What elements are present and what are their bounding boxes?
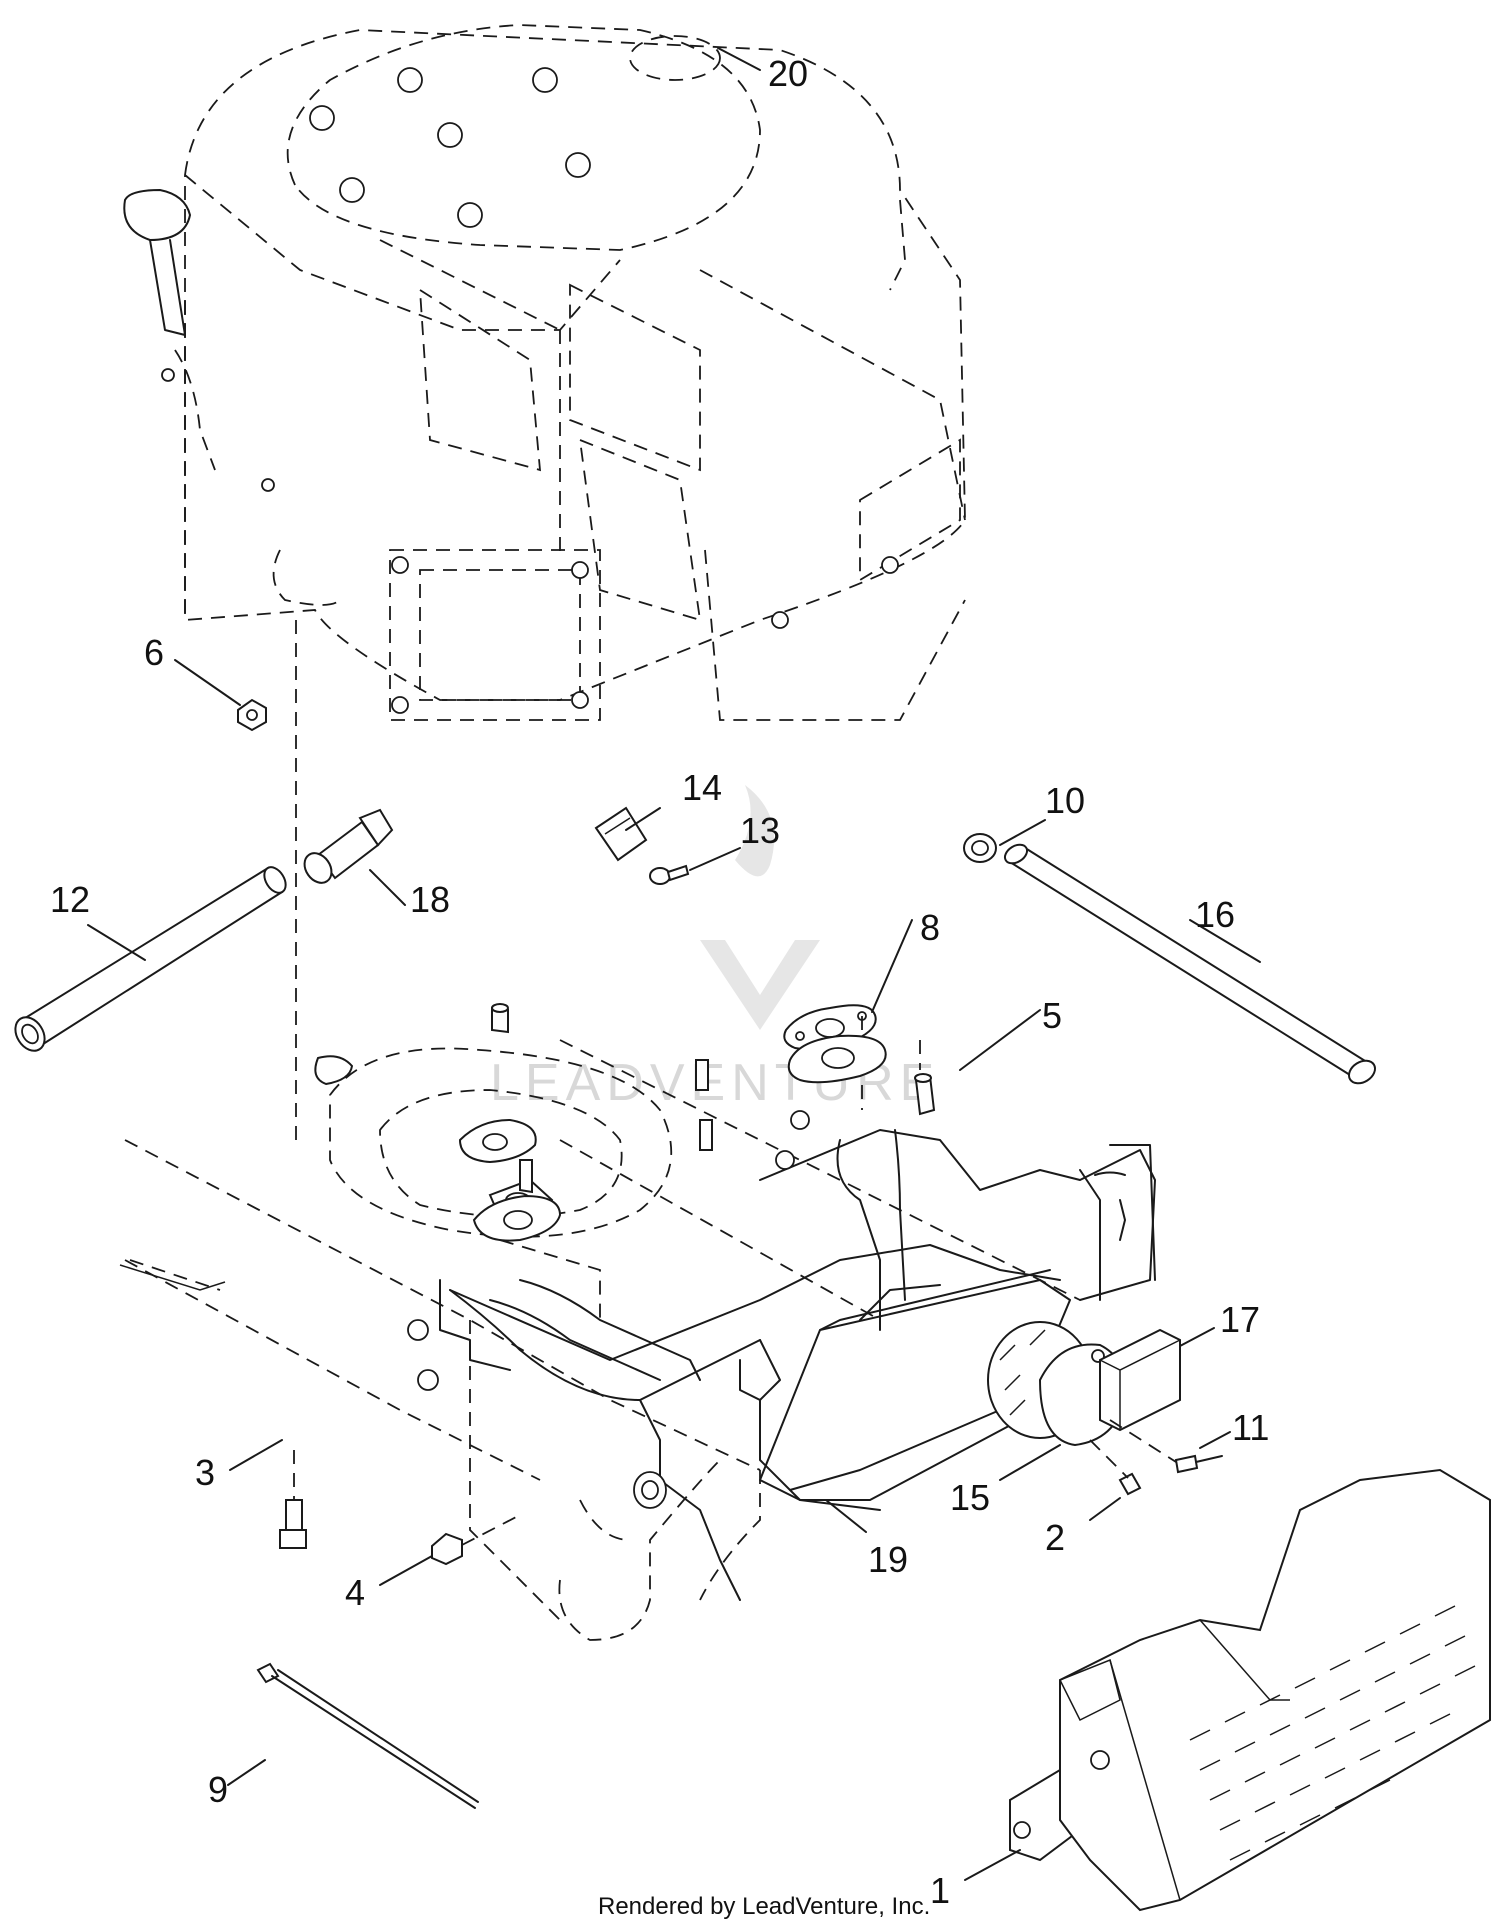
callout-19: 19 (868, 1539, 908, 1580)
part-18-fitting (303, 808, 394, 884)
callout-5: 5 (1042, 995, 1062, 1036)
part-9-cable-tie (256, 1662, 479, 1809)
callout-15: 15 (950, 1477, 990, 1518)
part-2-screw (1089, 1439, 1142, 1496)
callout-12: 12 (50, 879, 90, 920)
callout-14: 14 (682, 767, 722, 808)
part-4-bolt (431, 1514, 521, 1566)
part-5-bolt (914, 1040, 936, 1116)
part-1-guard (1009, 1468, 1491, 1912)
part-10-clamp (963, 833, 997, 863)
part-6-nut (237, 620, 297, 1140)
callout-9: 9 (208, 1769, 228, 1810)
part-3-bolt (279, 1450, 307, 1549)
callout-20: 20 (768, 53, 808, 94)
callout-3: 3 (195, 1452, 215, 1493)
callout-16: 16 (1195, 894, 1235, 935)
callout-labels: 20 6 14 13 10 12 18 8 5 16 17 11 15 2 19… (50, 53, 1269, 1911)
callout-11: 11 (1232, 1407, 1269, 1448)
engine-assembly (123, 24, 966, 721)
part-11-pin (1109, 1419, 1223, 1474)
leader-lines (87, 47, 1261, 1881)
callout-1: 1 (930, 1870, 950, 1911)
part-12-tube (14, 866, 287, 1052)
callout-4: 4 (345, 1572, 365, 1613)
callout-6: 6 (144, 632, 164, 673)
callout-17: 17 (1220, 1299, 1260, 1340)
callout-10: 10 (1045, 780, 1085, 821)
part-13-screw (649, 864, 690, 885)
rendered-by-credit: Rendered by LeadVenture, Inc. (598, 1893, 930, 1920)
guard-slots (1189, 1605, 1476, 1861)
callout-8: 8 (920, 907, 940, 948)
part-16-tube (1003, 843, 1377, 1085)
callout-2: 2 (1045, 1517, 1065, 1558)
callout-18: 18 (410, 879, 450, 920)
part-14-clip (594, 806, 648, 862)
part-17-bracket (1099, 1328, 1181, 1432)
callout-13: 13 (740, 810, 780, 851)
